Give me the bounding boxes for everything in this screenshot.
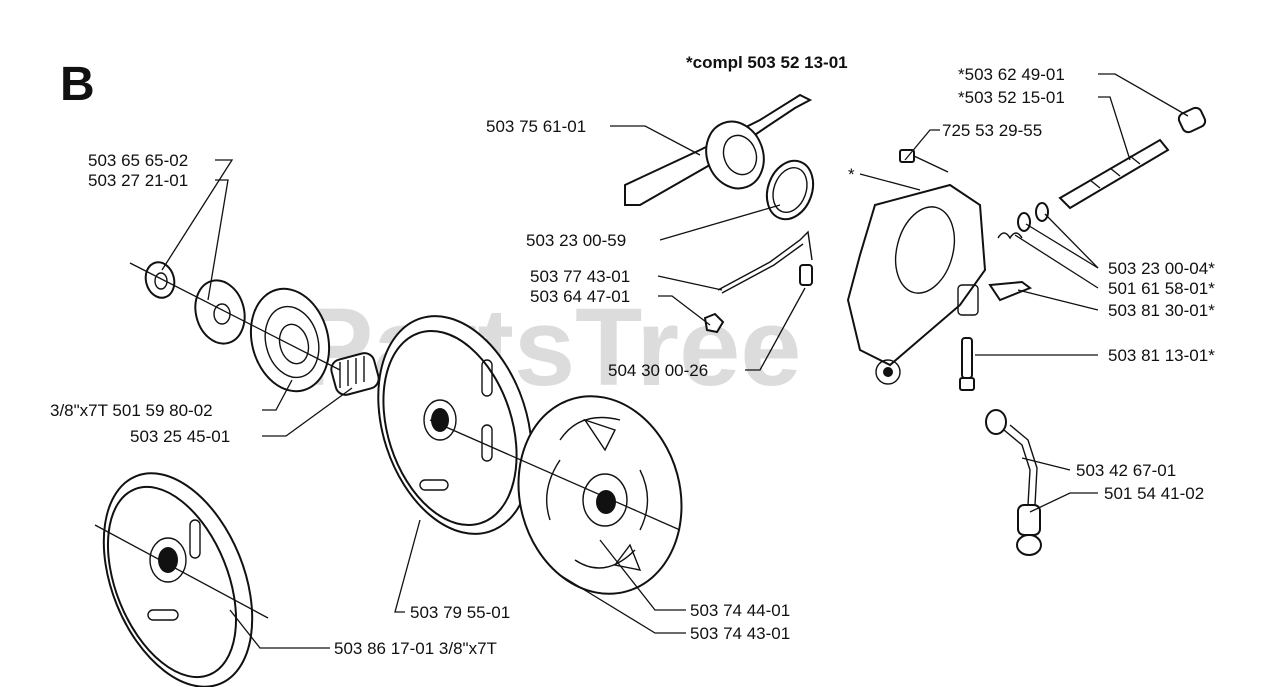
label-503-42-67-01: 503 42 67-01 (1076, 461, 1176, 480)
label-503-74-43-01: 503 74 43-01 (690, 624, 790, 643)
worm-gear-part (624, 93, 813, 206)
label-503-81-30-01: 503 81 30-01* (1108, 301, 1215, 320)
adjust-screw-part (959, 337, 975, 391)
label-501-54-41-02: 501 54 41-02 (1104, 484, 1204, 503)
bolt-part (899, 149, 949, 173)
label-503-75-61-01: 503 75 61-01 (486, 117, 586, 136)
clutch-drum-lower-part (94, 472, 269, 687)
axis-line-left (129, 262, 341, 371)
oil-pipe-part (703, 230, 813, 334)
sprocket-rim-part (249, 287, 331, 393)
label-503-86-17-01: 503 86 17-01 3/8"x7T (334, 639, 497, 658)
label-503-64-47-01: 503 64 47-01 (530, 287, 630, 306)
needle-bearing-part (330, 352, 380, 396)
leader-lines (161, 73, 1189, 649)
label-503-27-21-01: 503 27 21-01 (88, 171, 188, 190)
label-503-65-65-02: 503 65 65-02 (88, 151, 188, 170)
label-725-53-29-55: 725 53 29-55 (942, 121, 1042, 140)
label-503-25-45-01: 503 25 45-01 (130, 427, 230, 446)
pump-shaft-part (1058, 106, 1207, 210)
compl-label: *compl 503 52 13-01 (686, 53, 848, 72)
label-503-81-13-01: 503 81 13-01* (1108, 346, 1215, 365)
label-503-77-43-01: 503 77 43-01 (530, 267, 630, 286)
o-ring-part (765, 159, 815, 221)
label-503-62-49-01: *503 62 49-01 (958, 65, 1065, 84)
axis-line-center (429, 419, 681, 531)
label-501-61-58-01: 501 61 58-01* (1108, 279, 1215, 298)
label-504-30-00-26: 504 30 00-26 (608, 361, 708, 380)
oil-pump-body-part (846, 183, 987, 385)
label-503-23-00-59: 503 23 00-59 (526, 231, 626, 250)
label-501-59-80-02: 3/8"x7T 501 59 80-02 (50, 401, 213, 420)
label-503-23-00-04: 503 23 00-04* (1108, 259, 1215, 278)
bracket-part (988, 280, 1033, 302)
label-star: * (848, 165, 855, 184)
section-letter: B (60, 58, 95, 111)
spring-washer-parts (997, 202, 1049, 240)
oil-hose-part (985, 409, 1042, 556)
clutch-drum-center-part (377, 315, 533, 535)
label-503-74-44-01: 503 74 44-01 (690, 601, 790, 620)
label-503-52-15-01: *503 52 15-01 (958, 88, 1065, 107)
washer-parts (144, 261, 246, 345)
label-503-79-55-01: 503 79 55-01 (410, 603, 510, 622)
